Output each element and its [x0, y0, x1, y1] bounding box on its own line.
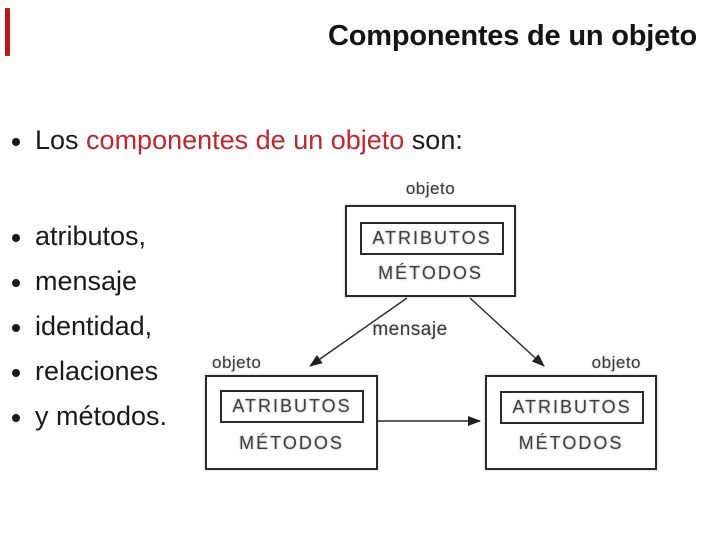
intro-post: son: — [404, 125, 463, 155]
bullet-icon — [12, 369, 20, 377]
object-box-top: ATRIBUTOS MÉTODOS — [345, 205, 516, 297]
object-label-top: objeto — [405, 179, 456, 198]
intro-pre: Los — [35, 125, 87, 155]
bullet-item: identidad, — [35, 311, 153, 341]
bullet-item: relaciones — [35, 356, 159, 386]
attributes-box: ATRIBUTOS — [220, 390, 364, 423]
attributes-box: ATRIBUTOS — [500, 391, 644, 424]
bullet-icon — [12, 234, 20, 242]
slide-title: Componentes de un objeto — [328, 20, 697, 52]
intro-highlight: componentes de un objeto — [86, 125, 405, 155]
methods-text: MÉTODOS — [378, 262, 483, 283]
attributes-text: ATRIBUTOS — [232, 396, 352, 416]
bullet-item: atributos, — [35, 221, 147, 251]
intro-bullet-row: Los componentes de un objeto son: — [12, 118, 463, 163]
methods-row: MÉTODOS — [207, 429, 376, 457]
bullet-row: relaciones — [12, 349, 158, 394]
attributes-text: ATRIBUTOS — [372, 228, 492, 248]
message-label: mensaje — [372, 319, 448, 340]
bullet-item: mensaje — [35, 266, 138, 296]
object-label-bottom-right: objeto — [591, 353, 641, 372]
bullet-row: y métodos. — [12, 394, 167, 439]
bullet-icon — [12, 279, 20, 287]
attributes-text: ATRIBUTOS — [512, 397, 632, 417]
methods-row: MÉTODOS — [347, 259, 514, 287]
bullet-row: atributos, — [12, 214, 146, 259]
methods-row: MÉTODOS — [487, 429, 655, 457]
bullet-icon — [12, 138, 20, 146]
object-box-bottom-left: ATRIBUTOS MÉTODOS — [205, 375, 378, 470]
object-box-bottom-right: ATRIBUTOS MÉTODOS — [485, 375, 657, 470]
methods-text: MÉTODOS — [518, 432, 624, 453]
bullet-icon — [12, 324, 20, 332]
intro-text: Los componentes de un objeto son: — [35, 118, 463, 163]
bullet-icon — [12, 414, 20, 422]
object-label-bottom-left: objeto — [212, 353, 262, 372]
attributes-box: ATRIBUTOS — [360, 222, 504, 255]
methods-text: MÉTODOS — [239, 432, 344, 453]
bullet-item: y métodos. — [35, 401, 168, 431]
red-accent-bar — [5, 8, 10, 56]
bullet-row: identidad, — [12, 304, 152, 349]
bullet-row: mensaje — [12, 259, 137, 304]
